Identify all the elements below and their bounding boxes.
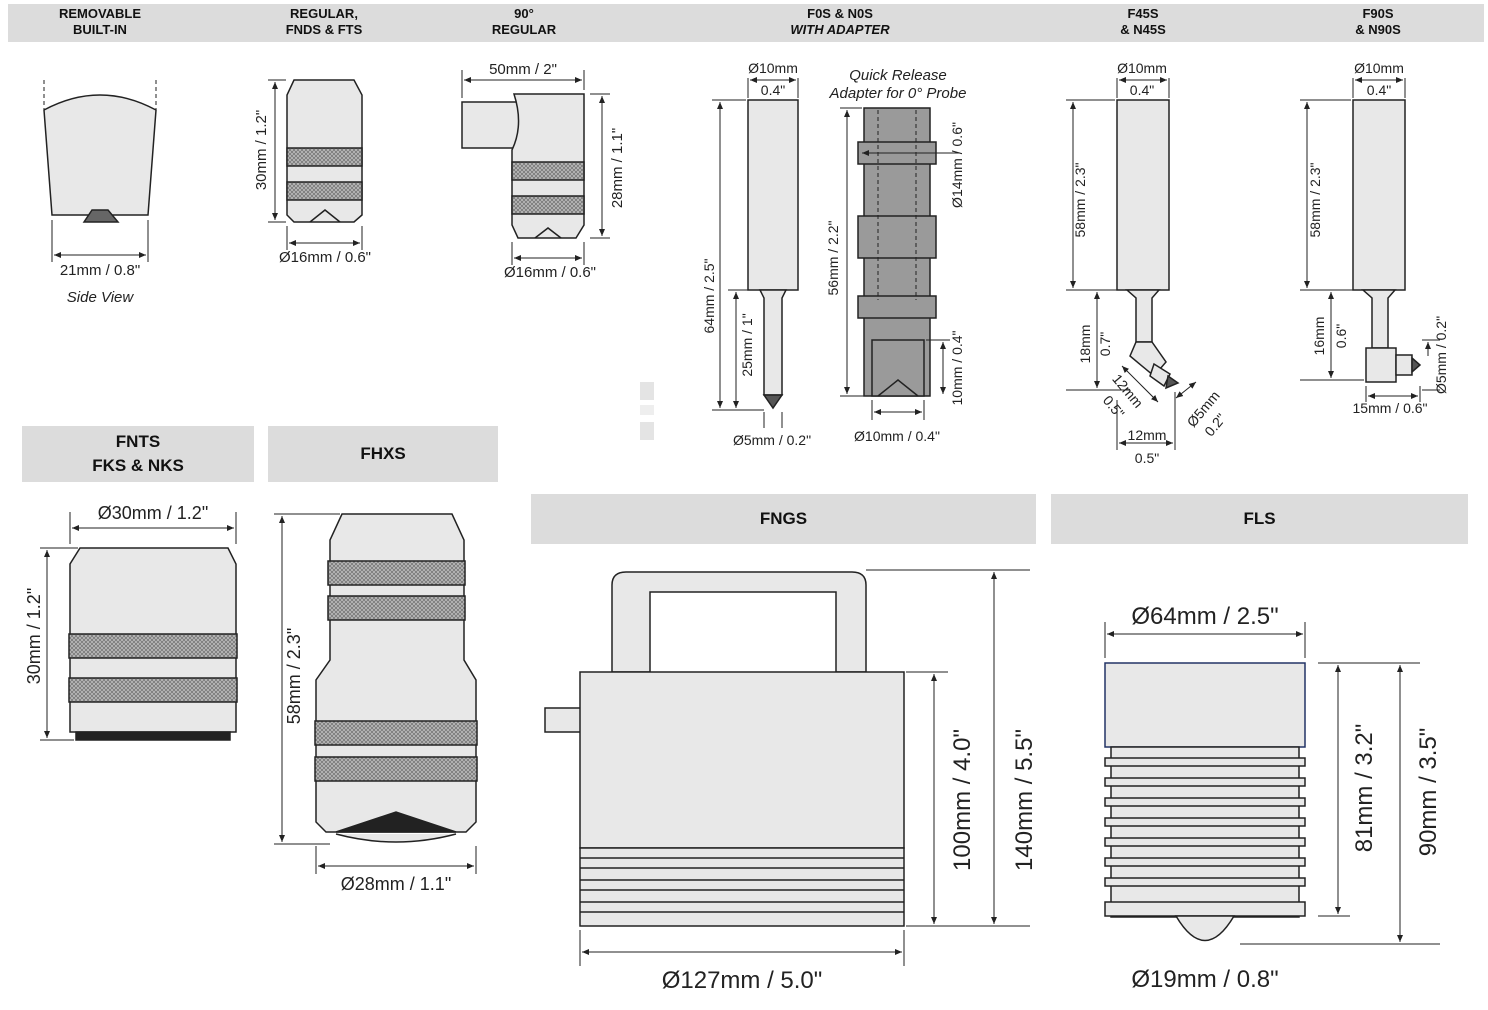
f0s-total-label: 64mm / 2.5"	[701, 258, 717, 333]
f0s-tip-label: 25mm / 1"	[739, 313, 755, 376]
f90-neck-mm: 16mm	[1311, 317, 1327, 356]
f45-neck-mm: 18mm	[1077, 325, 1093, 364]
f90-width-label: 15mm / 0.6"	[1353, 400, 1428, 416]
fhxs-probe-drawing	[274, 513, 478, 874]
header-fhxs: FHXS	[268, 426, 498, 482]
f90-len-label: 58mm / 2.3"	[1307, 162, 1323, 237]
adapter-diam-label: Ø14mm / 0.6"	[949, 122, 965, 208]
f0s-probe-drawing	[712, 77, 799, 428]
regular-probe-drawing	[268, 79, 363, 250]
fngs-probe-drawing	[544, 569, 1030, 966]
f90-tip-label: Ø5mm / 0.2"	[1433, 316, 1449, 394]
f90-diam-mm: Ø10mm	[1354, 60, 1404, 76]
f45s-probe-drawing	[1066, 77, 1197, 450]
fls-probe-drawing	[1104, 622, 1440, 945]
regular-diameter-label: Ø16mm / 0.6"	[279, 249, 371, 266]
marker-square-2	[640, 405, 654, 415]
header-90-regular: 90°REGULAR	[491, 6, 557, 37]
header-f90s: F90S& N90S	[1355, 6, 1401, 37]
fhxs-height-label: 58mm / 2.3"	[284, 628, 304, 724]
f90-diam-in: 0.4"	[1367, 82, 1391, 98]
r90-height-label: 28mm / 1.1"	[609, 128, 626, 208]
fls-tip-label: Ø19mm / 0.8"	[1131, 966, 1278, 993]
f0s-diam-in: 0.4"	[761, 82, 785, 98]
regular-90-probe-drawing	[461, 70, 610, 265]
r90-width-label: 50mm / 2"	[489, 61, 557, 78]
adapter-label-1: Quick Release	[849, 67, 947, 84]
r90-diameter-label: Ø16mm / 0.6"	[504, 264, 596, 281]
fls-diam-label: Ø64mm / 2.5"	[1131, 603, 1278, 630]
fnts-height-label: 30mm / 1.2"	[24, 588, 44, 684]
fls-inner-label: 81mm / 3.2"	[1351, 724, 1378, 853]
f45-len-label: 58mm / 2.3"	[1072, 162, 1088, 237]
header-fngs: FNGS	[531, 494, 1036, 544]
header-regular: REGULAR,FNDS & FTS	[285, 6, 363, 37]
fnts-diam-label: Ø30mm / 1.2"	[98, 503, 208, 523]
fngs-outer-label: 140mm / 5.5"	[1011, 729, 1038, 871]
fngs-diam-label: Ø127mm / 5.0"	[662, 967, 823, 994]
marker-square-1	[640, 382, 654, 400]
f45-diam-in: 0.4"	[1130, 82, 1154, 98]
f45-bottom-in: 0.5"	[1135, 450, 1159, 466]
header-f45s: F45S& N45S	[1120, 6, 1166, 37]
f90-neck-in: 0.6"	[1333, 324, 1349, 348]
adapter-label-2: Adapter for 0° Probe	[829, 85, 967, 102]
f0s-diam-mm: Ø10mm	[748, 60, 798, 76]
adapter-base-label: Ø10mm / 0.4"	[854, 428, 940, 444]
removable-width-label: 21mm / 0.8"	[60, 262, 140, 279]
f45-bottom-mm: 12mm	[1128, 427, 1167, 443]
adapter-drawing	[840, 107, 960, 420]
fls-outer-label: 90mm / 3.5"	[1415, 728, 1442, 857]
side-view-label: Side View	[67, 289, 135, 306]
top-header-bar	[8, 4, 1484, 42]
f45-diam-mm: Ø10mm	[1117, 60, 1167, 76]
fhxs-diam-label: Ø28mm / 1.1"	[341, 874, 451, 894]
adapter-tip-label: 10mm / 0.4"	[949, 330, 965, 405]
f90s-probe-drawing	[1300, 77, 1440, 402]
regular-height-label: 30mm / 1.2"	[253, 110, 270, 190]
marker-square-3	[640, 422, 654, 440]
adapter-height-label: 56mm / 2.2"	[825, 220, 841, 295]
f0s-tip-diam-label: Ø5mm / 0.2"	[733, 432, 811, 448]
removable-probe-drawing	[43, 80, 157, 262]
header-fls: FLS	[1051, 494, 1468, 544]
f45-neck-in: 0.7"	[1097, 332, 1113, 356]
fnts-probe-drawing	[40, 512, 238, 741]
fngs-inner-label: 100mm / 4.0"	[949, 729, 976, 871]
